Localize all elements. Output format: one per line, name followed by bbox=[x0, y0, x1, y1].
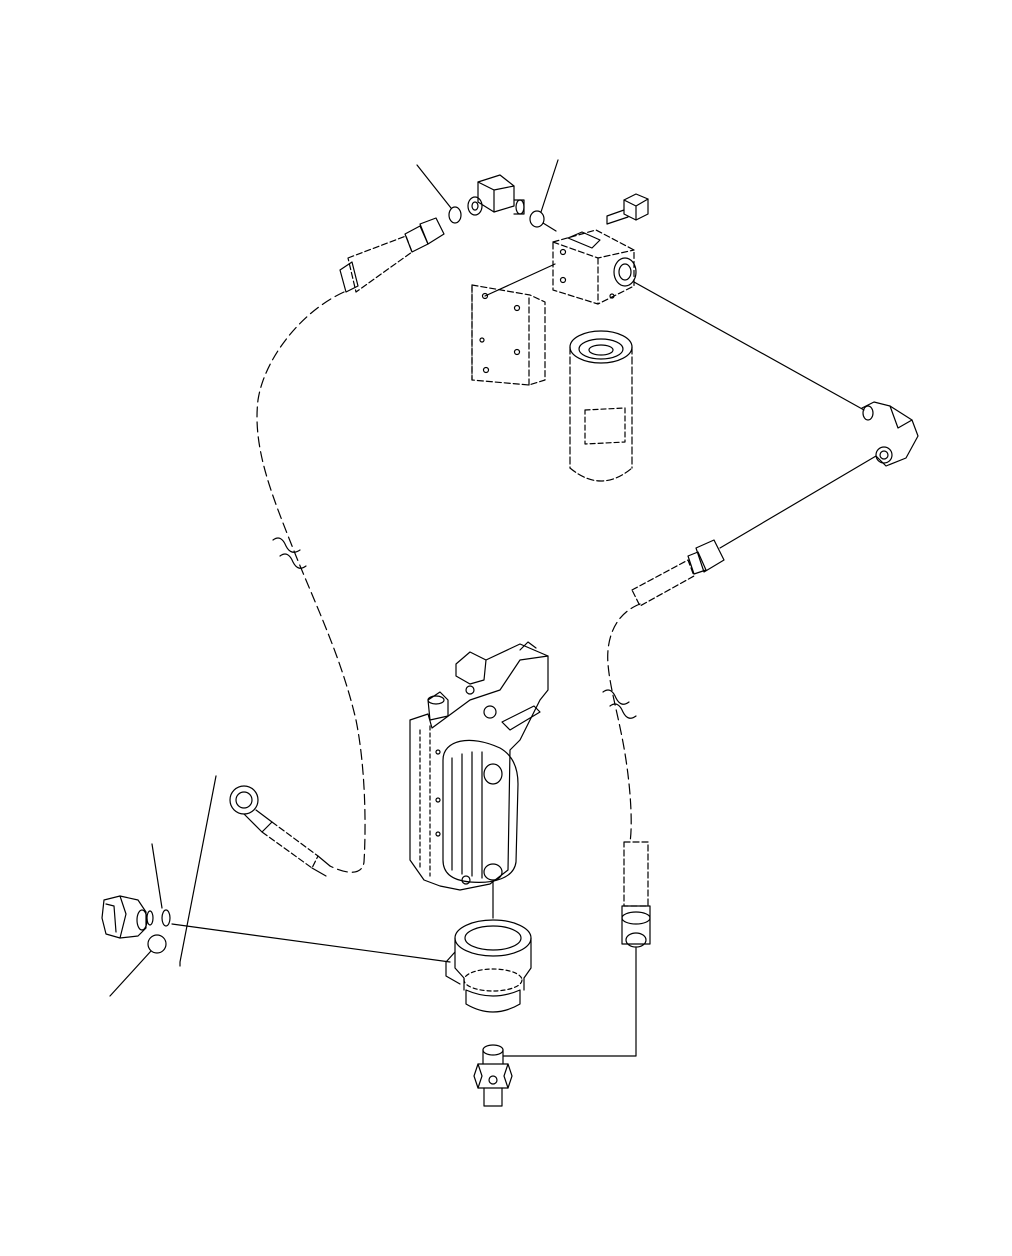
engine-oil-cooler-icon bbox=[410, 642, 548, 890]
o-ring-round-icon bbox=[110, 935, 166, 996]
leader-line bbox=[720, 456, 876, 548]
leader-line bbox=[543, 223, 556, 231]
leader-line bbox=[172, 924, 450, 962]
leader-line bbox=[485, 264, 555, 296]
hose-assembly-right-icon bbox=[503, 540, 724, 1056]
top-elbow-fitting-icon bbox=[468, 175, 524, 215]
leader-line bbox=[180, 776, 216, 966]
mounting-bracket-icon bbox=[472, 285, 545, 385]
banjo-fitting-icon bbox=[230, 786, 330, 876]
filter-head-icon bbox=[553, 230, 636, 304]
bolt-icon bbox=[607, 194, 648, 224]
o-ring-lower-icon bbox=[152, 844, 170, 926]
straight-connector-icon bbox=[474, 1045, 512, 1106]
o-ring-left-icon bbox=[417, 165, 461, 223]
right-elbow-fitting-icon bbox=[862, 402, 918, 466]
leader-line bbox=[634, 282, 864, 410]
bracket-holes-icon bbox=[480, 294, 520, 373]
hose-assembly-left-icon bbox=[257, 218, 444, 872]
o-ring-right-icon bbox=[530, 160, 558, 227]
straight-connector-left-icon bbox=[102, 896, 153, 938]
adapter-housing-icon bbox=[446, 920, 531, 1012]
spin-on-filter-icon bbox=[570, 331, 632, 481]
